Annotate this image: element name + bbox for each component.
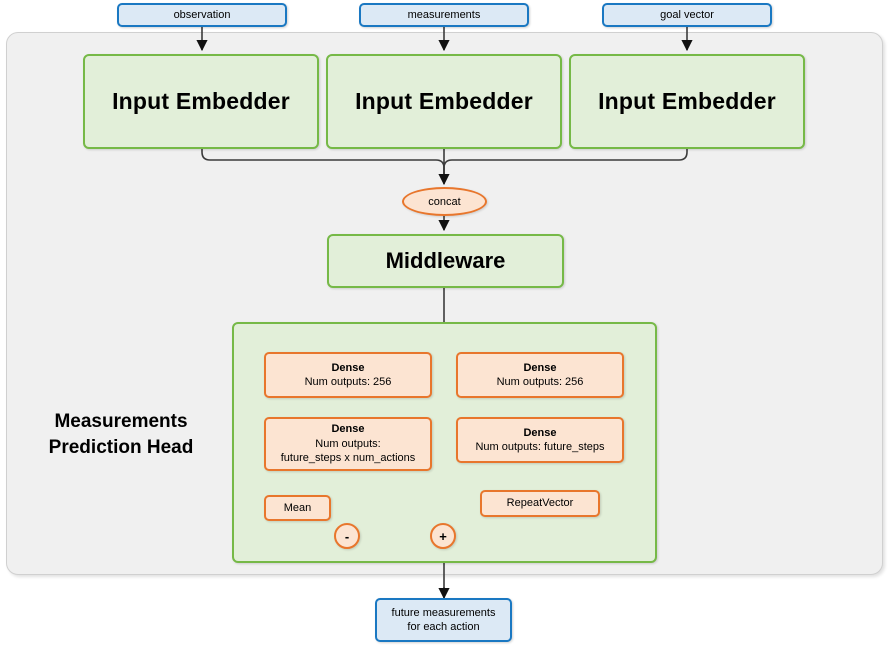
add-operator-symbol: + [439,528,447,544]
concat-label: concat [428,195,461,208]
input-label-goal-vector: goal vector [660,9,714,21]
dense-left-1-title: Dense [331,361,365,374]
input-embedder-1[interactable]: Input Embedder [83,54,319,149]
input-embedder-2-label: Input Embedder [355,88,533,114]
dense-right-2-title: Dense [523,426,557,439]
prediction-head-title-line1: Measurements [54,411,188,432]
input-embedder-2[interactable]: Input Embedder [326,54,562,149]
dense-left-1[interactable]: Dense Num outputs: 256 [264,352,432,398]
output-label-line2: for each action [407,621,480,633]
middleware-label: Middleware [385,248,506,273]
dense-right-1-title: Dense [523,361,557,374]
prediction-head-title-line2: Prediction Head [48,437,194,458]
dense-right-1-detail: Num outputs: 256 [496,376,584,388]
repeat-vector-label: RepeatVector [506,497,574,510]
prediction-head-title: Measurements Prediction Head [26,409,216,461]
output-label-line1: future measurements [391,607,496,619]
dense-left-2-title: Dense [331,423,365,436]
concat-node[interactable]: concat [402,187,487,216]
dense-right-2-detail-line1: Num outputs: future_steps [475,441,605,453]
input-box-measurements[interactable]: measurements [359,3,529,27]
output-box-future-measurements[interactable]: future measurements for each action [375,598,512,642]
subtract-operator[interactable]: - [334,523,360,549]
repeat-vector-node[interactable]: RepeatVector [480,490,600,517]
dense-left-2-detail-line1: Num outputs: [315,437,381,450]
middleware-block[interactable]: Middleware [327,234,564,288]
input-label-measurements: measurements [407,9,481,21]
input-embedder-3-label: Input Embedder [598,88,776,114]
subtract-operator-symbol: - [344,528,350,544]
mean-node[interactable]: Mean [264,495,331,521]
dense-left-1-detail: Num outputs: 256 [304,376,392,388]
input-label-observation: observation [173,9,231,21]
dense-left-2[interactable]: Dense Num outputs: future_steps x num_ac… [264,417,432,471]
input-box-goal-vector[interactable]: goal vector [602,3,772,27]
add-operator[interactable]: + [430,523,456,549]
input-box-observation[interactable]: observation [117,3,287,27]
dense-left-2-detail-line2: future_steps x num_actions [280,452,416,465]
input-embedder-3[interactable]: Input Embedder [569,54,805,149]
mean-label: Mean [283,501,312,514]
input-embedder-1-label: Input Embedder [112,88,290,114]
dense-right-2[interactable]: Dense Num outputs: future_steps [456,417,624,463]
dense-right-1[interactable]: Dense Num outputs: 256 [456,352,624,398]
